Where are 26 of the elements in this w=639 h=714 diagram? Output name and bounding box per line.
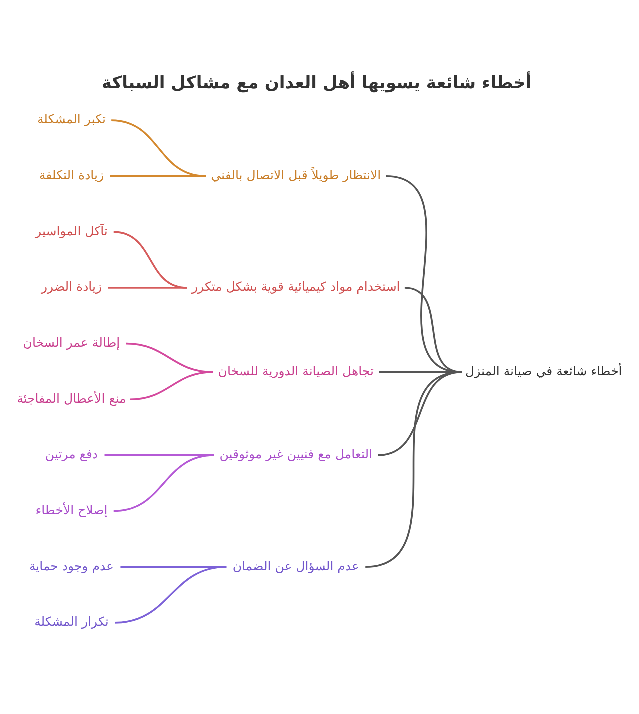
node-text: منع الأعطال المفاجئة <box>17 390 126 406</box>
connector <box>365 370 462 568</box>
node-text: تآكل المواسير <box>36 222 108 238</box>
node-text: التعامل مع فنيين غير موثوقين <box>220 446 373 462</box>
node-text: الانتظار طويلاً قبل الاتصال بالفني <box>211 167 382 182</box>
connector <box>130 370 214 400</box>
node-text: دفع مرتين <box>45 446 98 462</box>
connector <box>108 286 188 288</box>
node-text: إصلاح الأخطاء <box>36 502 108 517</box>
node-text: إطالة عمر السخان <box>23 334 120 350</box>
connector <box>404 286 462 373</box>
node-text: عدم السؤال عن الضمان <box>232 558 360 573</box>
connector <box>114 566 227 624</box>
node-text: تجاهل الصيانة الدورية للسخان <box>218 363 374 378</box>
node-text: تكرار المشكلة <box>34 614 109 629</box>
connector <box>386 174 462 373</box>
node-text: عدم وجود حماية <box>29 558 114 573</box>
node-text: استخدام مواد كيميائية قوية بشكل متكرر <box>192 278 400 294</box>
connector <box>114 454 214 512</box>
node-text: زيادة الضرر <box>41 278 102 294</box>
connector <box>120 566 227 568</box>
diagram-title: أخطاء شائعة يسويها أهل العدان مع مشاكل السباكة <box>102 73 532 94</box>
node-text: تكبر المشكلة <box>37 111 106 126</box>
node-text: زيادة التكلفة <box>39 167 104 182</box>
node-text: أخطاء شائعة في صيانة المنزل <box>466 363 622 378</box>
connector <box>110 174 206 177</box>
